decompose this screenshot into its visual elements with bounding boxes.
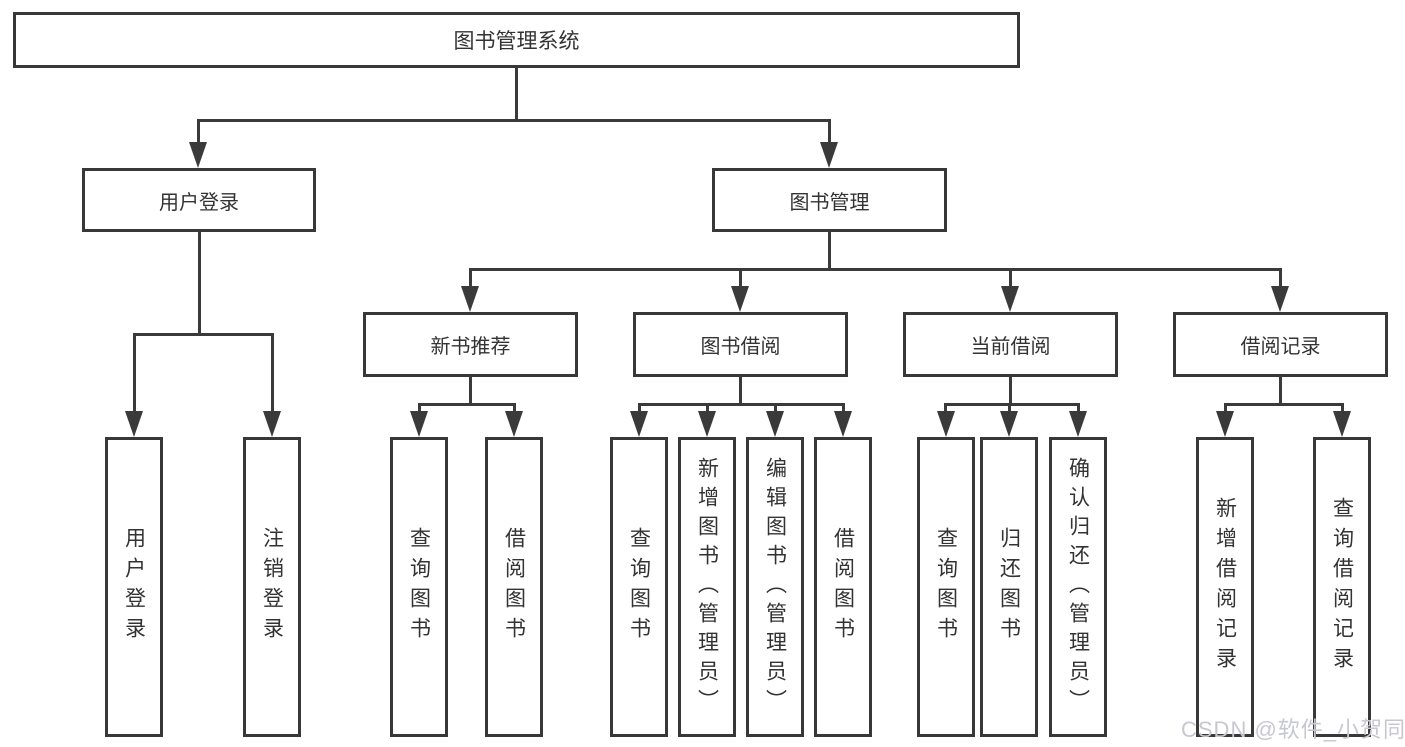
leaf-label: 归还图书 xyxy=(997,527,1021,647)
arrow-down-icon xyxy=(505,411,523,437)
arrow-down-icon xyxy=(1271,286,1289,312)
arrow-down-icon xyxy=(189,142,207,168)
leaf-label: 借阅图书 xyxy=(502,527,526,647)
leaf-label: 注销登录 xyxy=(260,527,284,647)
connector-line xyxy=(469,268,472,288)
leaf-query-books-recommend: 查询图书 xyxy=(390,437,448,737)
node-label: 用户登录 xyxy=(159,191,239,214)
arrow-down-icon xyxy=(410,411,428,437)
connector-line xyxy=(638,403,641,413)
node-label: 借阅记录 xyxy=(1240,336,1321,358)
connector-line xyxy=(1279,376,1282,406)
connector-line xyxy=(1279,268,1282,288)
leaf-label: 查询图书 xyxy=(407,527,431,647)
connector-line xyxy=(1224,403,1227,413)
connector-line xyxy=(271,333,274,413)
node-label: 新书推荐 xyxy=(430,336,511,358)
connector-line xyxy=(638,403,845,406)
leaf-query-borrow-record: 查询借阅记录 xyxy=(1313,437,1371,737)
node-user-login: 用户登录 xyxy=(82,168,316,232)
connector-line xyxy=(133,333,274,336)
arrow-down-icon xyxy=(766,411,784,437)
arrow-down-icon xyxy=(834,411,852,437)
arrow-down-icon xyxy=(1000,411,1018,437)
connector-line xyxy=(1341,403,1344,413)
connector-line xyxy=(469,268,1282,271)
arrow-down-icon xyxy=(461,286,479,312)
leaf-label: 查询图书 xyxy=(934,527,958,647)
node-library-management-system: 图书管理系统 xyxy=(13,12,1020,68)
connector-line xyxy=(739,268,742,288)
connector-line xyxy=(1008,403,1011,413)
leaf-label: 编辑图书（管理员） xyxy=(763,456,787,718)
connector-line xyxy=(197,119,200,147)
connector-line xyxy=(774,403,777,413)
leaf-confirm-return-admin: 确认归还（管理员） xyxy=(1049,437,1107,737)
node-label: 图书借阅 xyxy=(700,336,781,358)
leaf-label: 新增图书（管理员） xyxy=(695,456,719,718)
node-borrowing-records: 借阅记录 xyxy=(1173,312,1388,377)
connector-line xyxy=(1009,268,1012,288)
connector-line xyxy=(418,403,516,406)
connector-line xyxy=(1009,376,1012,406)
connector-line xyxy=(944,403,947,413)
arrow-down-icon xyxy=(1216,411,1234,437)
leaf-edit-books-admin: 编辑图书（管理员） xyxy=(746,437,804,737)
node-book-borrowing: 图书借阅 xyxy=(633,312,848,377)
node-label: 图书管理 xyxy=(789,191,870,214)
arrow-down-icon xyxy=(263,411,281,437)
leaf-label: 新增借阅记录 xyxy=(1213,497,1237,677)
connector-line xyxy=(515,67,518,121)
connector-line xyxy=(828,119,831,147)
leaf-label: 确认归还（管理员） xyxy=(1066,456,1090,718)
arrow-down-icon xyxy=(820,142,838,168)
arrow-down-icon xyxy=(698,411,716,437)
node-book-management: 图书管理 xyxy=(712,168,947,232)
leaf-query-books-borrowing: 查询图书 xyxy=(610,437,668,737)
node-new-book-recommendation: 新书推荐 xyxy=(363,312,578,377)
node-label: 图书管理系统 xyxy=(453,30,580,53)
arrow-down-icon xyxy=(1001,286,1019,312)
connector-line xyxy=(133,333,136,413)
leaf-logout: 注销登录 xyxy=(243,437,301,737)
leaf-user-login: 用户登录 xyxy=(105,437,163,737)
connector-line xyxy=(842,403,845,413)
leaf-add-borrow-record: 新增借阅记录 xyxy=(1196,437,1254,737)
connector-line xyxy=(739,376,742,406)
leaf-return-books: 归还图书 xyxy=(980,437,1038,737)
leaf-label: 用户登录 xyxy=(122,527,146,647)
connector-line xyxy=(469,376,472,406)
arrow-down-icon xyxy=(1069,411,1087,437)
connector-line xyxy=(197,119,831,122)
leaf-borrow-books-recommend: 借阅图书 xyxy=(485,437,543,737)
connector-line xyxy=(828,231,831,271)
connector-line xyxy=(1224,403,1344,406)
connector-line xyxy=(1077,403,1080,413)
connector-line xyxy=(706,403,709,413)
leaf-borrow-books: 借阅图书 xyxy=(814,437,872,737)
node-current-borrowing: 当前借阅 xyxy=(903,312,1118,377)
leaf-add-books-admin: 新增图书（管理员） xyxy=(678,437,736,737)
connector-line xyxy=(944,403,1080,406)
node-label: 当前借阅 xyxy=(970,336,1051,358)
connector-line xyxy=(513,403,516,413)
arrow-down-icon xyxy=(731,286,749,312)
csdn-watermark: CSDN @软件_小贺同学 xyxy=(1181,717,1405,742)
connector-line xyxy=(198,231,201,336)
arrow-down-icon xyxy=(1333,411,1351,437)
arrow-down-icon xyxy=(630,411,648,437)
arrow-down-icon xyxy=(937,411,955,437)
leaf-query-books-current: 查询图书 xyxy=(917,437,975,737)
leaf-label: 查询图书 xyxy=(627,527,651,647)
leaf-label: 借阅图书 xyxy=(831,527,855,647)
leaf-label: 查询借阅记录 xyxy=(1330,497,1354,677)
arrow-down-icon xyxy=(125,411,143,437)
connector-line xyxy=(418,403,421,413)
